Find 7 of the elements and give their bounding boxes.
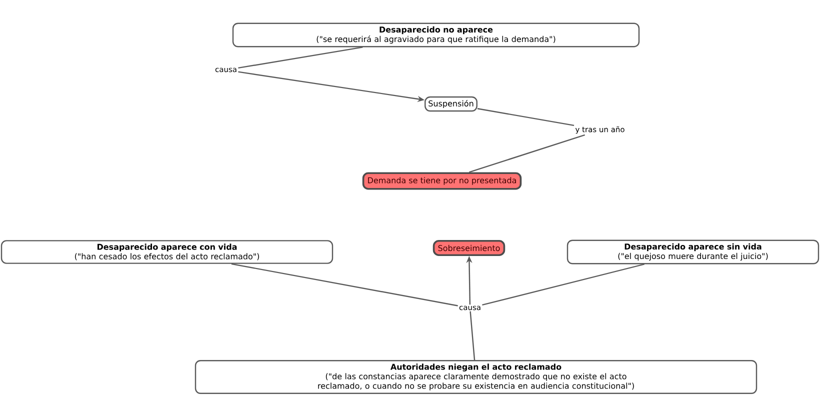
concept-box: Autoridades niegan el acto reclamado ("de las constancias aparece claramente demostrado que no existe el acto reclamado, o cuando no se probare su existencia en audiencia constitucional") <box>194 360 758 394</box>
concept-box: Desaparecido no aparece ("se requerirá al agraviado para que ratifique la demanda") <box>232 22 640 48</box>
result-box: Sobreseimiento <box>432 240 506 256</box>
concept-box: Desaparecido aparece sin vida ("el quejoso muere durante el juicio") <box>566 240 820 264</box>
result-box: Demanda se tiene por no presentada <box>362 172 522 190</box>
concept-box: Suspensión <box>424 96 478 112</box>
concept-box: Desaparecido aparece con vida ("han cesado los efectos del acto reclamado") <box>0 240 334 264</box>
